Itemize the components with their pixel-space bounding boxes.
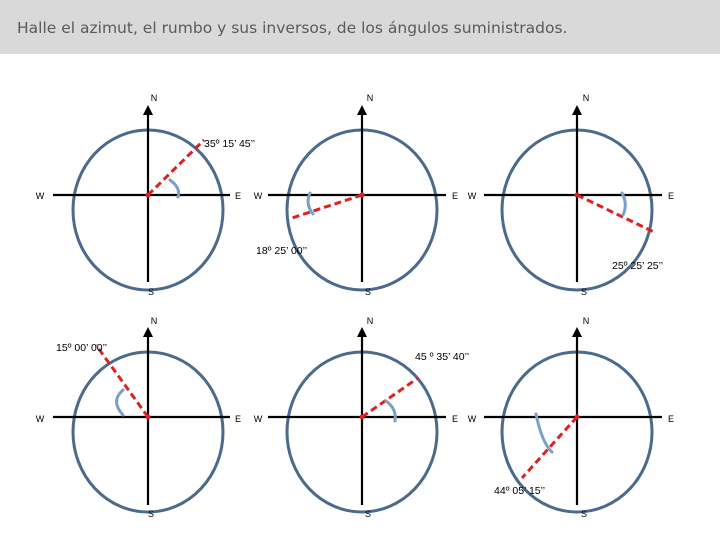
center-point <box>145 192 151 198</box>
angle-arc <box>534 412 554 454</box>
compass-panel-top-left: N S W E 35º 15’ 45’’ <box>36 93 255 297</box>
west-label: W <box>36 414 45 424</box>
direction-line <box>146 138 206 197</box>
east-label: E <box>452 414 458 424</box>
direction-line <box>576 193 657 235</box>
compass-panel-bottom-middle: N S W E 45 º 35’ 40’’ <box>254 316 469 519</box>
compass-panel-bottom-right: N S W E 44º 05’ 15’’ <box>468 316 674 519</box>
angle-label: 44º 05’ 15’’ <box>494 485 545 497</box>
compass-panel-bottom-left: N S W E 15º 00’ 00’’ <box>36 316 241 519</box>
east-label: E <box>668 414 674 424</box>
compass-panel-top-middle: N S W E 18º 25’ 00’’ <box>254 93 458 297</box>
direction-line <box>291 193 363 220</box>
angle-arc <box>168 178 181 199</box>
direction-line <box>361 376 419 419</box>
angle-label: 18º 25’ 00’’ <box>256 245 307 257</box>
east-label: E <box>452 191 458 201</box>
angle-label: 45 º 35’ 40’’ <box>415 351 469 363</box>
center-point <box>574 414 580 420</box>
south-label: S <box>148 509 154 519</box>
south-label: S <box>365 509 371 519</box>
center-point <box>359 192 365 198</box>
west-label: W <box>254 414 263 424</box>
compass-panel-top-right: N S W E 25º 25’ 25’’ <box>468 93 674 297</box>
west-label: W <box>254 191 263 201</box>
direction-line <box>94 344 150 418</box>
south-label: S <box>581 287 587 297</box>
center-point <box>145 414 151 420</box>
angle-arc <box>306 191 315 216</box>
west-label: W <box>36 191 45 201</box>
south-label: S <box>148 287 154 297</box>
west-label: W <box>468 414 477 424</box>
north-label: N <box>367 316 374 326</box>
south-label: S <box>581 509 587 519</box>
angle-label: 15º 00’ 00’’ <box>56 342 107 354</box>
north-label: N <box>367 93 374 103</box>
east-label: E <box>668 191 674 201</box>
angle-arc <box>115 388 125 417</box>
south-label: S <box>365 287 371 297</box>
east-label: E <box>235 414 241 424</box>
north-label: N <box>151 93 158 103</box>
north-label: N <box>583 93 590 103</box>
direction-line <box>520 415 579 480</box>
angle-arc <box>620 191 627 217</box>
center-point <box>359 414 365 420</box>
center-point <box>574 192 580 198</box>
angle-label: 25º 25’ 25’’ <box>612 260 663 272</box>
north-label: N <box>583 316 590 326</box>
angle-label: 35º 15’ 45’’ <box>204 138 255 150</box>
east-label: E <box>235 191 241 201</box>
north-label: N <box>151 316 158 326</box>
page-title: Halle el azimut, el rumbo y sus inversos… <box>17 19 568 37</box>
angle-arc <box>384 399 397 423</box>
header-bar: Halle el azimut, el rumbo y sus inversos… <box>0 0 720 54</box>
west-label: W <box>468 191 477 201</box>
